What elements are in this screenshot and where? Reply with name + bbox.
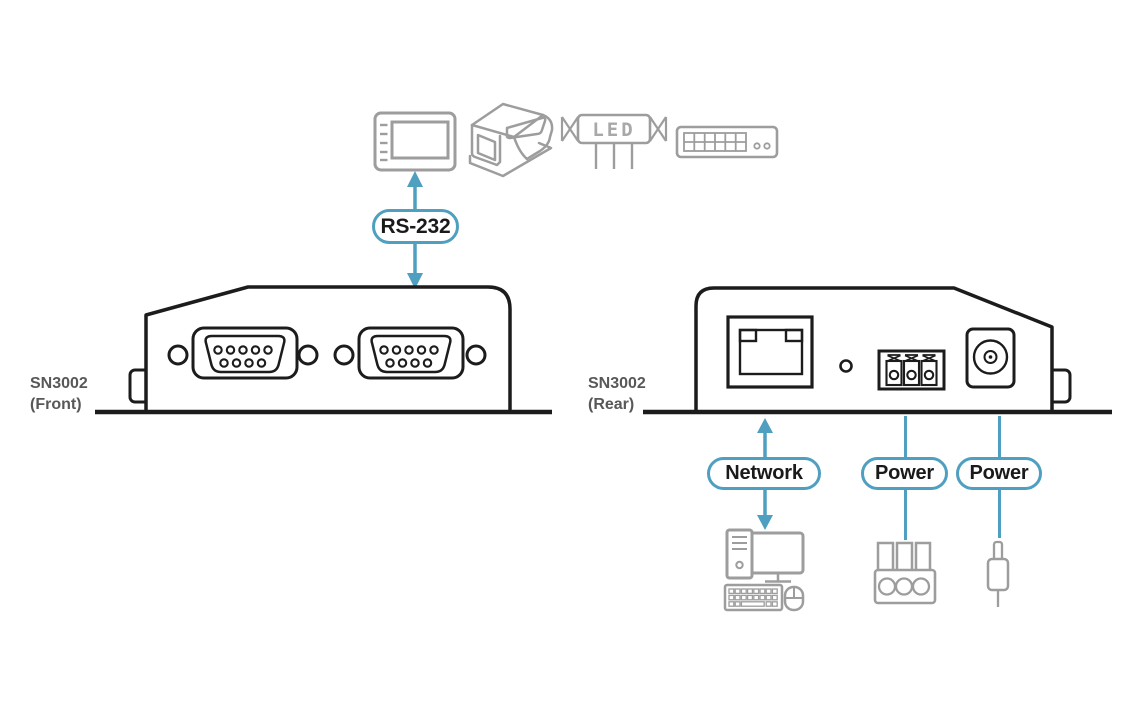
rj45-port: [726, 315, 814, 389]
rs232-label: RS-232: [380, 214, 451, 238]
barcode-scanner-icon: [468, 102, 554, 178]
dc-plug-icon: [986, 540, 1010, 607]
network-label: Network: [725, 462, 803, 484]
rear-device-view: (Rear): [588, 395, 635, 413]
power-terminal-label: Power: [874, 462, 935, 484]
terminal-block: [877, 349, 946, 391]
rack-device-icon: [675, 125, 779, 159]
arrow-up-head: [757, 418, 773, 433]
rear-chassis-outline: [694, 286, 1054, 412]
serial-port-1: [191, 326, 299, 380]
power-terminal-pill: Power: [861, 457, 948, 490]
arrow-down-head: [757, 515, 773, 530]
front-device-view: (Front): [30, 395, 82, 413]
front-chassis-outline: [144, 285, 512, 412]
terminal-wiring-icon: [873, 541, 937, 605]
serial-port-2: [357, 326, 465, 380]
rs232-label-pill: RS-232: [372, 209, 459, 244]
dc-power-jack: [965, 327, 1016, 389]
led-sign-text: LED: [592, 119, 635, 141]
power-jack-pill: Power: [956, 457, 1042, 490]
power-jack-label: Power: [969, 462, 1029, 484]
hmi-touch-panel-icon: [373, 111, 457, 172]
arrow-up-head: [407, 171, 423, 187]
desktop-computer-icon: [723, 528, 805, 612]
sn3002-rear-panel: [643, 286, 1112, 415]
rear-device-name: SN3002: [588, 375, 646, 392]
screw-holes: [167, 344, 487, 366]
front-device-label: SN3002 (Front): [30, 374, 88, 416]
arrow-down-head: [407, 273, 423, 289]
led-indicator-hole: [839, 359, 853, 373]
led-display-icon: LED: [560, 113, 668, 169]
rear-device-label: SN3002 (Rear): [588, 374, 646, 416]
front-device-name: SN3002: [30, 375, 88, 392]
sn3002-front-panel: [95, 285, 552, 415]
network-label-pill: Network: [707, 457, 821, 490]
